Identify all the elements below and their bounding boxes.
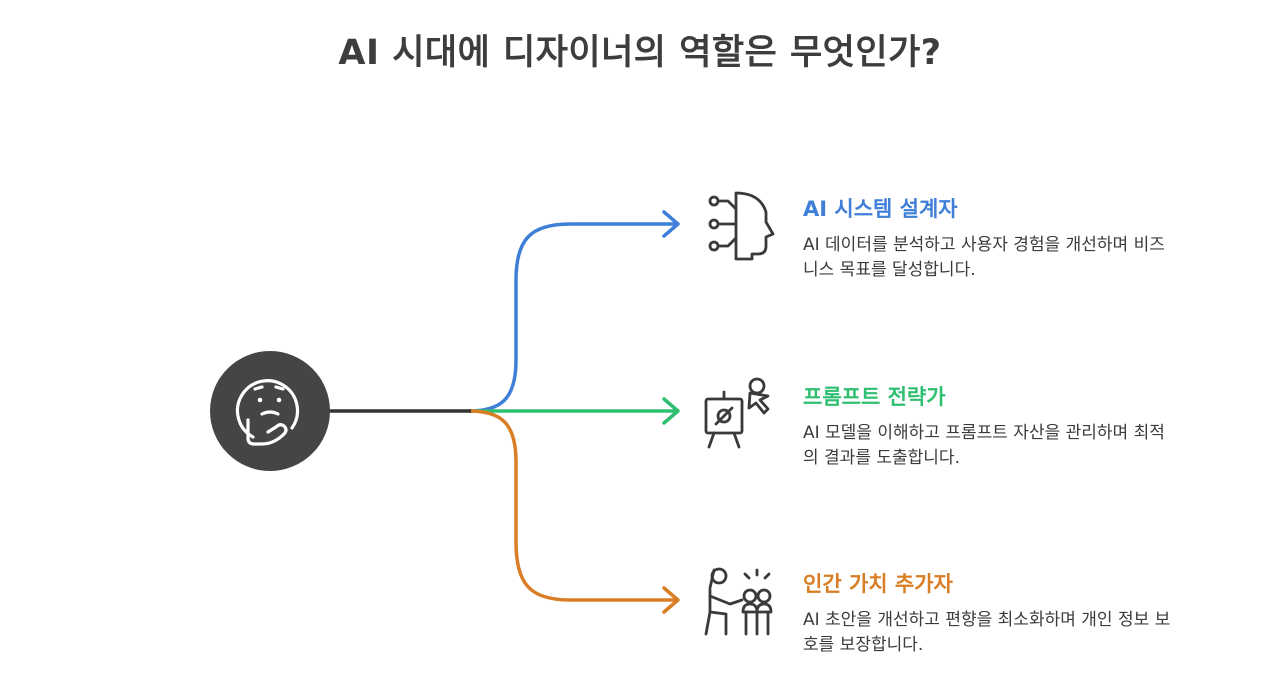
arrowhead-blue <box>662 210 680 238</box>
branch-title: AI 시스템 설계자 <box>803 197 958 221</box>
easel-strategy-icon <box>704 377 770 449</box>
connector-blue <box>468 222 676 413</box>
branch-description: AI 데이터를 분석하고 사용자 경험을 개선하며 비즈니스 목표를 달성합니다… <box>803 235 1165 280</box>
branch-title: 프롬프트 전략가 <box>803 385 946 409</box>
connector-orange <box>468 409 676 602</box>
page-title: AI 시대에 디자이너의 역할은 무엇인가? <box>338 33 942 73</box>
branch-human-value-adder: 인간 가치 추가자 AI 초안을 개선하고 편향을 최소화하며 개인 정보 보호… <box>803 568 1183 658</box>
branch-description: AI 초안을 개선하고 편향을 최소화하며 개인 정보 보호를 보장합니다. <box>803 610 1171 655</box>
branch-title: 인간 가치 추가자 <box>803 572 953 596</box>
teacher-audience-icon <box>704 567 773 636</box>
branch-description: AI 모델을 이해하고 프롬프트 자산을 관리하며 최적의 결과를 도출합니다. <box>803 423 1165 468</box>
arrowhead-orange <box>662 586 680 614</box>
arrowhead-green <box>662 397 680 425</box>
branch-ai-system-designer: AI 시스템 설계자 AI 데이터를 분석하고 사용자 경험을 개선하며 비즈니… <box>803 193 1183 283</box>
ai-head-circuit-icon <box>708 191 775 261</box>
branch-prompt-strategist: 프롬프트 전략가 AI 모델을 이해하고 프롬프트 자산을 관리하며 최적의 결… <box>803 381 1183 471</box>
thinking-face-icon <box>235 379 300 446</box>
